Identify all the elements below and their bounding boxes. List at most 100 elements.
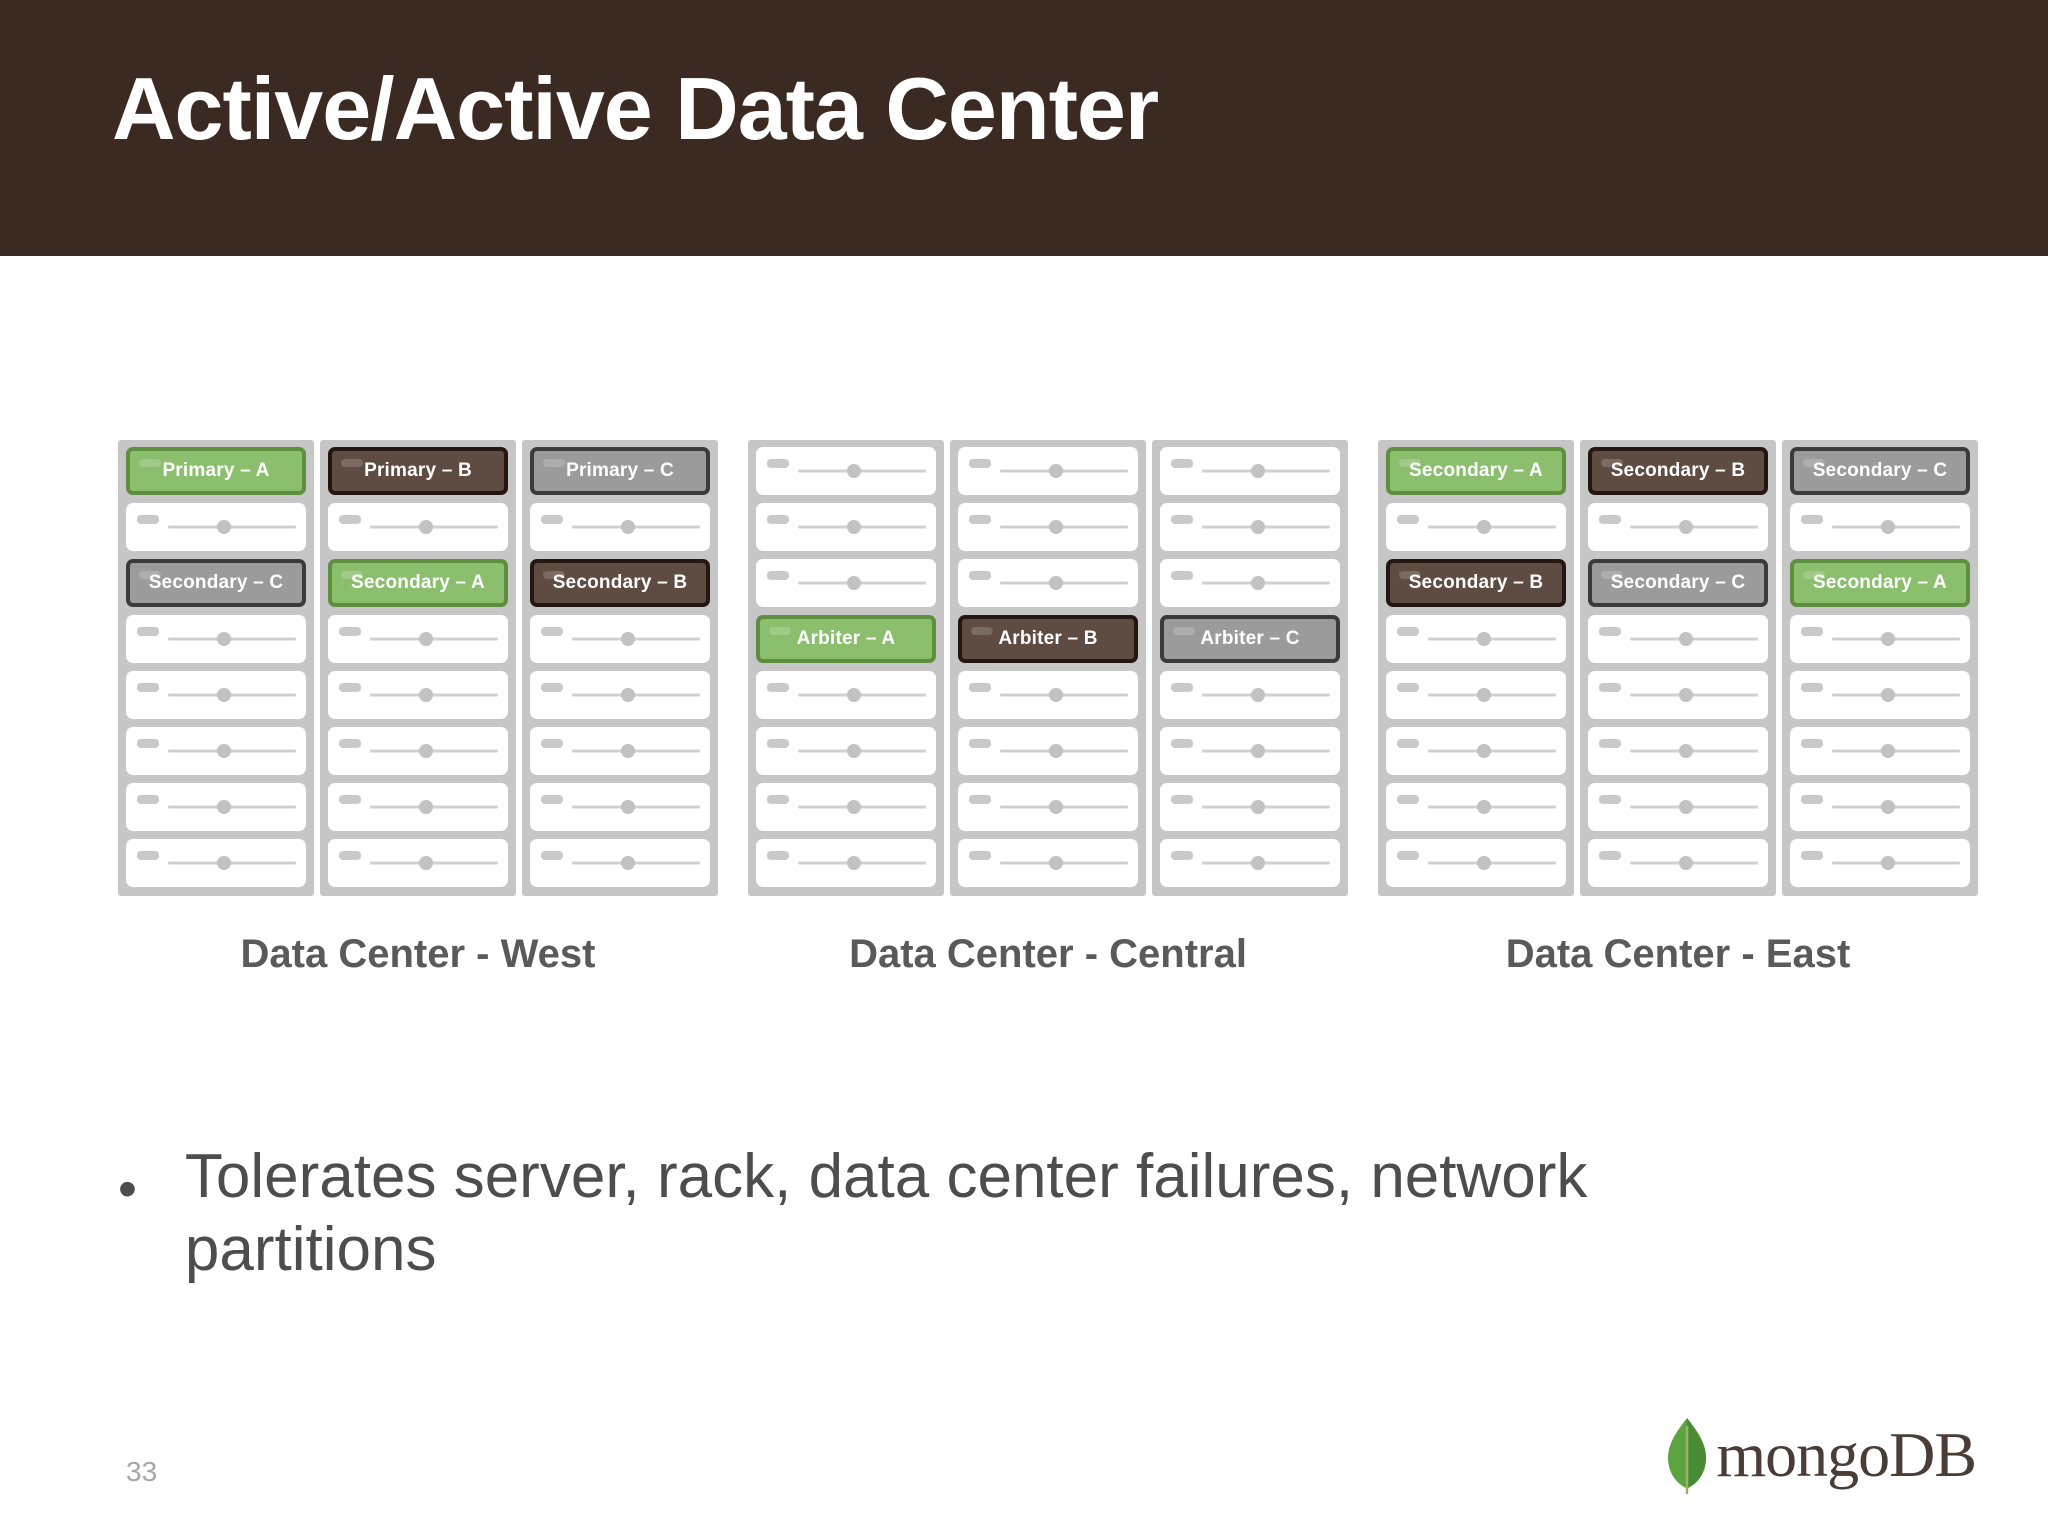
slider-track-icon [1428,637,1556,641]
empty-server-slot [328,783,508,831]
status-led-icon [1599,739,1621,748]
status-led-icon [139,459,161,467]
status-led-icon [1599,683,1621,692]
server-node[interactable]: Secondary – A [1790,559,1970,607]
status-led-icon [971,627,993,635]
server-node[interactable]: Secondary – C [1588,559,1768,607]
empty-server-slot [756,783,936,831]
server-node[interactable]: Primary – A [126,447,306,495]
status-led-icon [1801,795,1823,804]
server-node[interactable]: Secondary – C [1790,447,1970,495]
server-node-label: Secondary – B [1408,572,1544,593]
slider-knob-icon [1881,800,1895,814]
server-node[interactable]: Primary – C [530,447,710,495]
server-node[interactable]: Arbiter – A [756,615,936,663]
empty-server-slot [958,839,1138,887]
slider-track-icon [1630,693,1758,697]
page-number: 33 [126,1456,158,1487]
server-node-label: Secondary – A [1409,460,1543,481]
empty-server-slot [1386,783,1566,831]
status-led-icon [1803,571,1825,579]
server-rack: Primary – C Secondary – B [522,440,718,896]
server-node[interactable]: Secondary – A [1386,447,1566,495]
empty-server-slot [1790,839,1970,887]
empty-server-slot [958,727,1138,775]
status-led-icon [339,739,361,748]
status-led-icon [969,459,991,468]
slider-track-icon [798,525,926,529]
server-node[interactable]: Secondary – A [328,559,508,607]
server-node[interactable]: Secondary – B [530,559,710,607]
empty-server-slot [958,503,1138,551]
status-led-icon [139,571,161,579]
data-center-label: Data Center - East [1505,932,1851,976]
status-led-icon [137,683,159,692]
slider-knob-icon [217,632,231,646]
status-led-icon [1599,515,1621,524]
slider-knob-icon [419,632,433,646]
slider-track-icon [572,637,700,641]
slider-knob-icon [847,856,861,870]
slider-knob-icon [1251,744,1265,758]
server-node[interactable]: Secondary – B [1588,447,1768,495]
slider-track-icon [1000,581,1128,585]
slider-track-icon [1428,525,1556,529]
empty-server-slot [1790,783,1970,831]
slider-knob-icon [217,856,231,870]
empty-server-slot [126,839,306,887]
status-led-icon [137,851,159,860]
server-node[interactable]: Arbiter – B [958,615,1138,663]
slider-track-icon [1630,525,1758,529]
server-node-label: Primary – B [364,460,472,481]
slider-knob-icon [621,744,635,758]
status-led-icon [767,459,789,468]
status-led-icon [137,515,159,524]
status-led-icon [1171,795,1193,804]
status-led-icon [1803,459,1825,467]
status-led-icon [1171,851,1193,860]
empty-server-slot [1386,503,1566,551]
slider-track-icon [168,525,296,529]
empty-server-slot [1588,671,1768,719]
empty-server-slot [1386,615,1566,663]
status-led-icon [339,627,361,636]
server-node[interactable]: Secondary – B [1386,559,1566,607]
empty-server-slot [530,727,710,775]
slider-track-icon [1832,637,1960,641]
slider-knob-icon [217,800,231,814]
slider-knob-icon [1251,800,1265,814]
slider-track-icon [1202,693,1330,697]
slider-knob-icon [847,744,861,758]
status-led-icon [137,627,159,636]
status-led-icon [969,795,991,804]
data-center-group: Primary – A Secondary – C Primary – B Secon… [118,440,718,977]
server-node-label: Secondary – B [552,572,688,593]
empty-server-slot [1790,671,1970,719]
empty-server-slot [958,783,1138,831]
slider-knob-icon [1679,688,1693,702]
slider-track-icon [1000,693,1128,697]
slider-track-icon [1202,805,1330,809]
slider-knob-icon [1049,464,1063,478]
slider-track-icon [798,469,926,473]
server-node[interactable]: Primary – B [328,447,508,495]
rack-row: Arbiter – A Arbiter – B Arbiter – C [748,440,1348,896]
slider-knob-icon [1881,744,1895,758]
slider-track-icon [572,805,700,809]
status-led-icon [1801,683,1823,692]
slider-knob-icon [1679,856,1693,870]
server-node-label: Secondary – C [1610,572,1746,593]
empty-server-slot [530,615,710,663]
slider-track-icon [168,693,296,697]
server-node[interactable]: Arbiter – C [1160,615,1340,663]
server-node[interactable]: Secondary – C [126,559,306,607]
empty-server-slot [126,671,306,719]
slider-knob-icon [621,632,635,646]
status-led-icon [767,571,789,580]
status-led-icon [341,459,363,467]
slider-knob-icon [1881,632,1895,646]
slider-track-icon [1000,525,1128,529]
slider-knob-icon [1477,520,1491,534]
slider-track-icon [1832,525,1960,529]
empty-server-slot [756,503,936,551]
